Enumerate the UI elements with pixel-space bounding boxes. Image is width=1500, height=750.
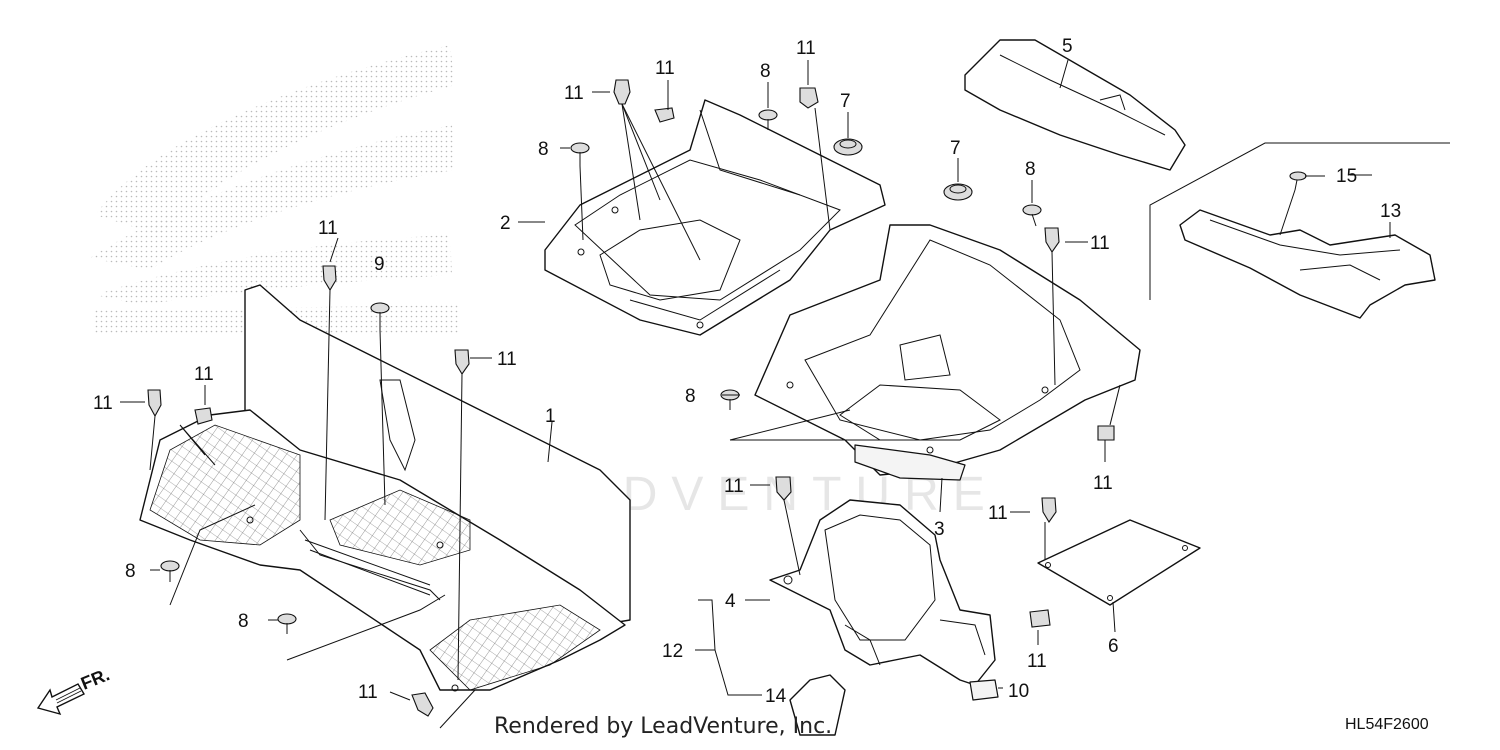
clip-icon xyxy=(411,692,434,717)
clip-icon xyxy=(613,79,631,105)
bolt-icon xyxy=(160,560,180,582)
callout-8a: 8 xyxy=(538,139,549,160)
part-14-pad xyxy=(789,674,846,736)
callout-11h: 11 xyxy=(1090,233,1110,254)
callout-13: 13 xyxy=(1380,201,1401,222)
bolt-icon xyxy=(1022,204,1042,227)
callout-11j: 11 xyxy=(724,476,744,497)
front-direction-label: FR. xyxy=(78,664,112,693)
callout-11i: 11 xyxy=(1093,473,1113,494)
callout-8e: 8 xyxy=(125,561,136,582)
clip-icon xyxy=(454,349,470,376)
clip-icon xyxy=(799,87,819,109)
bolt-icon xyxy=(277,613,297,634)
callout-11g: 11 xyxy=(194,364,214,385)
callout-11l: 11 xyxy=(1027,651,1047,672)
callout-11b: 11 xyxy=(655,58,675,79)
bolt-icon xyxy=(1289,171,1307,191)
clip-icon xyxy=(1097,425,1115,441)
clip-icon xyxy=(194,407,213,425)
part-13-panel xyxy=(1149,142,1450,319)
callout-5: 5 xyxy=(1062,36,1073,57)
callout-8c: 8 xyxy=(1025,159,1036,180)
callout-7a: 7 xyxy=(840,91,851,112)
bolt-icon xyxy=(720,389,740,410)
part-2-upper-panel xyxy=(544,99,886,336)
callout-11e: 11 xyxy=(497,349,517,370)
callout-3: 3 xyxy=(934,519,945,540)
callout-11d: 11 xyxy=(318,218,338,239)
clip-icon xyxy=(1041,497,1057,524)
diagram-code: HL54F2600 xyxy=(1345,716,1429,733)
callout-11f: 11 xyxy=(93,393,113,414)
callout-12: 12 xyxy=(662,641,683,662)
part-1-main-floor xyxy=(139,284,631,692)
callout-8f: 8 xyxy=(238,611,249,632)
callout-10: 10 xyxy=(1008,681,1029,702)
callout-9: 9 xyxy=(374,254,385,275)
part-5-cover xyxy=(964,39,1186,171)
render-credit: Rendered by LeadVenture, Inc. xyxy=(494,714,833,739)
clip-icon xyxy=(654,107,675,123)
bolt-icon xyxy=(570,142,590,166)
clip-icon xyxy=(322,265,337,292)
callout-6: 6 xyxy=(1108,636,1119,657)
callout-8b: 8 xyxy=(760,61,771,82)
front-direction-arrow: FR. xyxy=(36,664,112,716)
part-6-plate xyxy=(1037,519,1201,606)
clip-icon xyxy=(1044,227,1060,254)
bolt-icon xyxy=(758,109,778,130)
callout-2: 2 xyxy=(500,213,511,234)
callout-8d: 8 xyxy=(685,386,696,407)
callout-4: 4 xyxy=(725,591,736,612)
brand-wing-logo xyxy=(90,45,460,335)
part-3-lower-panel xyxy=(754,224,1141,481)
callout-labels: 1 2 3 4 5 6 7 7 8 8 8 8 8 8 9 10 11 11 1… xyxy=(93,36,1401,707)
leader-lines xyxy=(120,59,1391,729)
callout-11m: 11 xyxy=(358,682,378,703)
callout-1: 1 xyxy=(545,406,556,427)
callout-15: 15 xyxy=(1336,166,1357,187)
callout-11k: 11 xyxy=(988,503,1008,524)
part-4-tunnel-cover xyxy=(769,499,996,686)
clip-icon xyxy=(147,389,162,418)
clip-icon xyxy=(775,476,792,501)
callout-7b: 7 xyxy=(950,138,961,159)
clip-icon xyxy=(1029,609,1051,628)
callout-11a: 11 xyxy=(564,83,584,104)
part-10-clip xyxy=(969,679,999,701)
callout-14: 14 xyxy=(765,686,787,707)
part-7-grommet-a xyxy=(833,138,863,156)
bolt-icon xyxy=(370,302,390,330)
part-7-grommet-b xyxy=(943,183,973,201)
callout-11c: 11 xyxy=(796,38,816,59)
fastener-set xyxy=(147,79,1307,717)
